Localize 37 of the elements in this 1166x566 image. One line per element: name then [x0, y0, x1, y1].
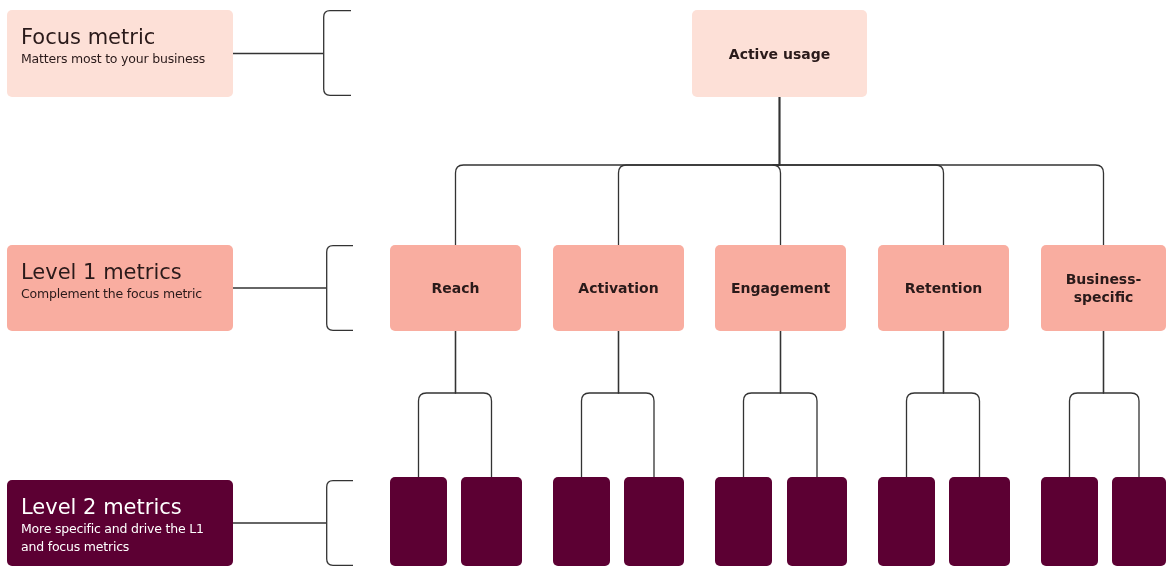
connector-line [232, 287, 327, 289]
connector-line [232, 522, 327, 524]
metric-box: Activation [553, 245, 684, 331]
connector-line [454, 330, 493, 478]
bracket [323, 10, 351, 96]
metric-box [715, 477, 772, 566]
bracket [326, 245, 353, 331]
connector-line [232, 52, 324, 55]
level-description: Complement the focus metric [21, 285, 203, 303]
level-description: Matters most to your business [21, 50, 207, 68]
level-description: More specific and drive the L1 and focus metrics [21, 520, 205, 556]
legend-box [7, 245, 233, 331]
metric-box: Active usage [692, 10, 867, 97]
metric-box: Business-specific [1041, 245, 1166, 331]
metric-box [624, 477, 684, 566]
legend-box [7, 480, 233, 566]
metric-box: Reach [390, 245, 521, 331]
connector-line [617, 330, 655, 478]
metric-box [787, 477, 847, 566]
legend-box [7, 10, 233, 97]
metric-box [949, 477, 1010, 566]
metric-box: Engagement [715, 245, 846, 331]
metric-box [390, 477, 447, 566]
metric-box [461, 477, 522, 566]
connector-line [778, 96, 1105, 246]
metric-box [878, 477, 935, 566]
level-heading: Level 2 metrics [21, 494, 183, 520]
metric-box [553, 477, 610, 566]
connector-line [779, 330, 818, 478]
metric-box [1041, 477, 1098, 566]
metric-box: Retention [878, 245, 1009, 331]
connector-line [1102, 330, 1140, 478]
metric-box [1112, 477, 1166, 566]
level-heading: Focus metric [21, 24, 157, 50]
level-heading: Level 1 metrics [21, 259, 183, 285]
bracket [326, 480, 353, 566]
connector-line [942, 330, 981, 478]
